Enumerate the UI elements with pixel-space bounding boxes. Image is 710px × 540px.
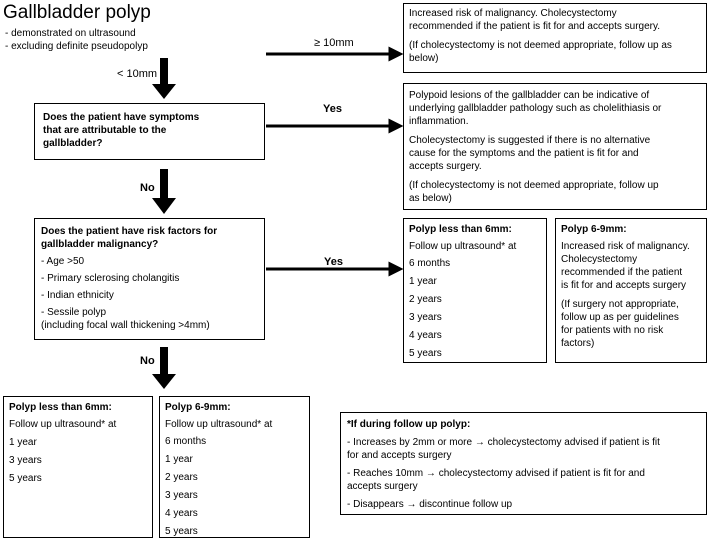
label-no-risk: No [140, 355, 155, 367]
norisk-small-line-1: Follow up ultrasound* at [9, 419, 117, 430]
risk-mid-line-8: factors) [561, 338, 595, 349]
risk-mid-line-5: (If surgery not appropriate, [561, 299, 679, 310]
risk-small-line-2: 6 months [409, 258, 451, 269]
sym-line-2: underlying gallbladder pathology such as… [409, 103, 662, 114]
norisk-mid-line-3: 1 year [165, 454, 193, 465]
footnote-item-1a: - Increases by 2mm or more → cholecystec… [347, 437, 660, 448]
symptoms-question-box: Does the patient have symptoms that are … [34, 103, 265, 160]
sym-line-3: inflammation. [409, 116, 469, 127]
risk-mid-line-6: follow up as per guidelines [561, 312, 679, 323]
risk-small-line-6: 4 years [409, 330, 442, 341]
footnote-heading: *If during follow up polyp: [347, 419, 471, 430]
norisk-mid-line-6: 4 years [165, 508, 198, 519]
label-yes-symptoms: Yes [323, 103, 342, 115]
footnote-item-1b: for and accepts surgery [347, 450, 452, 461]
norisk-mid-line-2: 6 months [165, 436, 207, 447]
risk-mid-heading: Polyp 6-9mm: [561, 224, 627, 235]
risk-item-ethnicity: - Indian ethnicity [41, 290, 114, 301]
big-line-1: Increased risk of malignancy. Cholecyste… [409, 8, 617, 19]
risk-factors-question-box: Does the patient have risk factors for g… [34, 218, 265, 340]
risk-small-heading: Polyp less than 6mm: [409, 224, 512, 235]
arrow-lt10 [152, 58, 176, 99]
risk-polyp-mid-box: Polyp 6-9mm: Increased risk of malignanc… [555, 218, 707, 363]
sym-line-6: accepts surgery. [409, 161, 482, 172]
risk-small-line-5: 3 years [409, 312, 442, 323]
big-line-2: recommended if the patient is fit for an… [409, 21, 661, 32]
risk-small-line-1: Follow up ultrasound* at [409, 241, 517, 252]
sym-line-8: as below) [409, 193, 452, 204]
norisk-small-line-2: 1 year [9, 437, 37, 448]
risk-mid-line-7: for patients with no risk [561, 325, 664, 336]
risk-mid-line-1: Increased risk of malignancy. [561, 241, 690, 252]
subtitle-line-1: - demonstrated on ultrasound [5, 28, 136, 39]
risk-polyp-small-box: Polyp less than 6mm: Follow up ultrasoun… [403, 218, 547, 363]
norisk-mid-line-4: 2 years [165, 472, 198, 483]
risk-small-line-7: 5 years [409, 348, 442, 359]
norisk-polyp-mid-box: Polyp 6-9mm: Follow up ultrasound* at 6 … [159, 396, 310, 538]
symptoms-yes-box: Polypoid lesions of the gallbladder can … [403, 83, 707, 210]
footnote-item-3a: - Disappears → discontinue follow up [347, 499, 513, 510]
norisk-small-heading: Polyp less than 6mm: [9, 402, 112, 413]
risk-question-line-1: Does the patient have risk factors for [41, 226, 218, 237]
risk-small-line-3: 1 year [409, 276, 437, 287]
norisk-mid-line-5: 3 years [165, 490, 198, 501]
norisk-mid-line-1: Follow up ultrasound* at [165, 419, 273, 430]
symptoms-question-line-3: gallbladder? [43, 138, 103, 149]
symptoms-question-line-1: Does the patient have symptoms [43, 112, 200, 123]
norisk-mid-heading: Polyp 6-9mm: [165, 402, 231, 413]
arrow-no1 [152, 169, 176, 214]
footnote-box: *If during follow up polyp: - Increases … [340, 412, 707, 515]
risk-item-sessile: - Sessile polyp [41, 307, 107, 318]
sym-line-1: Polypoid lesions of the gallbladder can … [409, 90, 650, 101]
sym-line-7: (If cholecystectomy is not deemed approp… [409, 180, 659, 191]
sym-line-4: Cholecystectomy is suggested if there is… [409, 135, 651, 146]
risk-item-sessile-note: (including focal wall thickening >4mm) [41, 320, 210, 331]
label-ge10: ≥ 10mm [314, 37, 354, 49]
norisk-mid-line-7: 5 years [165, 526, 198, 537]
risk-mid-line-4: is fit for and accepts surgery [561, 280, 687, 291]
symptoms-question-line-2: that are attributable to the [43, 125, 167, 136]
norisk-polyp-small-box: Polyp less than 6mm: Follow up ultrasoun… [3, 396, 153, 538]
risk-question-line-2: gallbladder malignancy? [41, 239, 159, 250]
label-no-symptoms: No [140, 182, 155, 194]
risk-item-age: - Age >50 [41, 256, 85, 267]
page-title: Gallbladder polyp [3, 2, 151, 23]
arrow-no2 [152, 347, 176, 389]
risk-mid-line-2: Cholecystectomy [561, 254, 638, 265]
footnote-item-2a: - Reaches 10mm → cholecystectomy advised… [347, 468, 645, 479]
norisk-small-line-3: 3 years [9, 455, 42, 466]
big-line-3: (If cholecystectomy is not deemed approp… [409, 40, 672, 51]
big-line-4: below) [409, 53, 439, 64]
footnote-item-2b: accepts surgery [347, 481, 418, 492]
subtitle-line-2: - excluding definite pseudopolyp [5, 41, 148, 52]
risk-small-line-4: 2 years [409, 294, 442, 305]
norisk-small-line-4: 5 years [9, 473, 42, 484]
risk-mid-line-3: recommended if the patient [561, 267, 683, 278]
risk-item-psc: - Primary sclerosing cholangitis [41, 273, 180, 284]
label-yes-risk: Yes [324, 256, 343, 268]
polyp-10mm-box: Increased risk of malignancy. Cholecyste… [403, 3, 707, 73]
label-lt10: < 10mm [117, 68, 158, 80]
sym-line-5: cause for the symptoms and the patient i… [409, 148, 639, 159]
